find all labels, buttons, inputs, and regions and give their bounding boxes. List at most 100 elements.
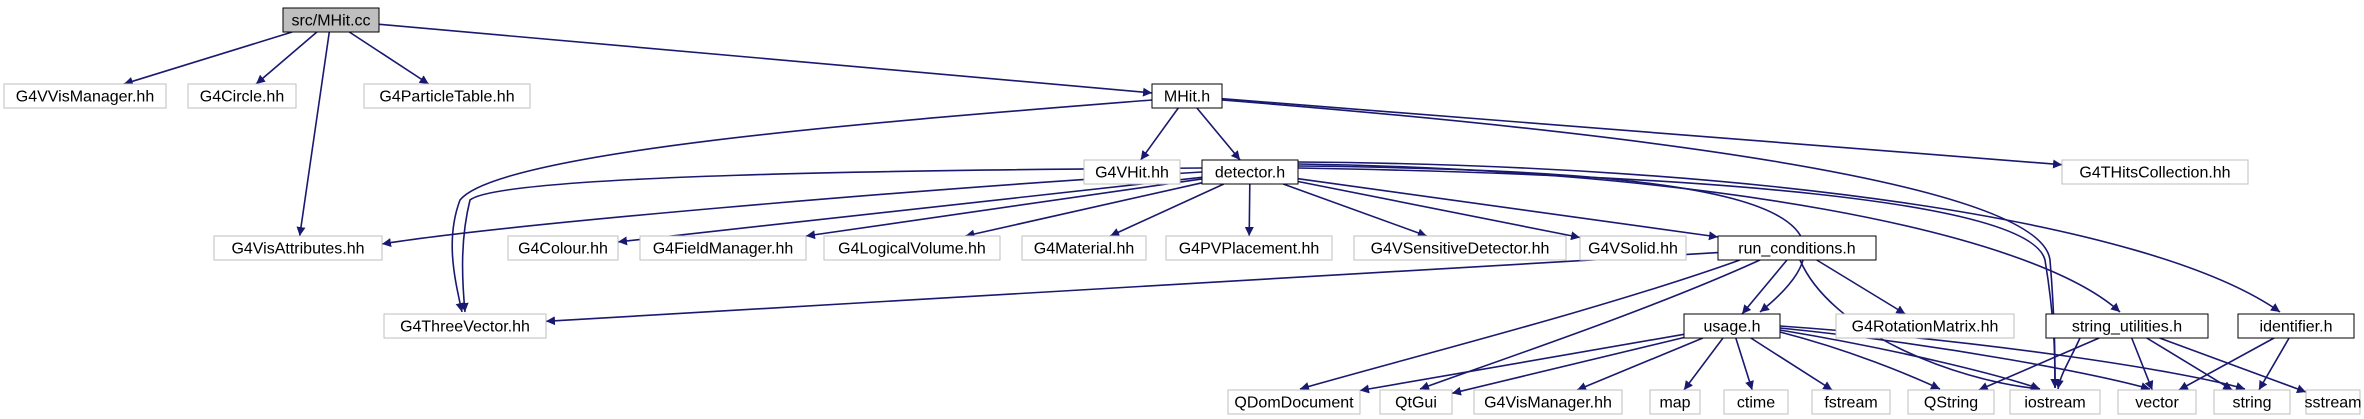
- edge-run_conditions_h-to-iostream: [1799, 259, 2041, 393]
- node-fstream: fstream: [1811, 389, 1891, 415]
- node-label: G4VVisManager.hh: [16, 89, 154, 106]
- edge-detector_h-to-run_conditions_h: [1297, 177, 1719, 241]
- edge-mhit_h-to-detector_h: [1196, 107, 1241, 161]
- edge-run_conditions_h-to-g4threevector_hh: [545, 251, 1719, 326]
- node-usage-h[interactable]: usage.h: [1683, 313, 1781, 339]
- node-label: G4VisManager.hh: [1484, 395, 1612, 412]
- edge-usage_h-to-qstring: [1779, 331, 1941, 390]
- edge-usage_h-to-map: [1683, 337, 1724, 391]
- node-box: [1579, 235, 1687, 261]
- edge-run_conditions_h-to-usage_h: [1741, 259, 1788, 315]
- edge-mhit_cc-to-g4particletable_hh: [348, 31, 430, 85]
- node-label: G4VHit.hh: [1095, 165, 1169, 182]
- edge-string_utilities_h-to-iostream: [2054, 337, 2081, 390]
- edge-identifier_h-to-string: [2258, 337, 2290, 391]
- node-string-utilities-h[interactable]: string_utilities.h: [2045, 313, 2209, 339]
- node-vector: vector: [2117, 389, 2197, 415]
- node-box: [1907, 389, 1995, 415]
- edge-mhit_h-to-g4threevector_hh: [451, 99, 1153, 313]
- node-label: iostream: [2024, 395, 2085, 412]
- edge-mhit_cc-to-g4vismanager_hh: [123, 31, 293, 86]
- edge-usage_h-to-iostream: [1779, 329, 2041, 391]
- node-box: [2009, 389, 2101, 415]
- node-g4pvplacement-hh: G4PVPlacement.hh: [1165, 235, 1333, 261]
- node-box: [2213, 389, 2291, 415]
- node-box: [1473, 389, 1623, 415]
- edge-mhit_cc-to-g4visattributes_hh: [296, 31, 331, 237]
- edge-usage_h-to-qdomdocument: [1359, 333, 1685, 394]
- node-map: map: [1649, 389, 1701, 415]
- edge-usage_h-to-g4vismanager2_hh: [1576, 337, 1704, 391]
- node-label: G4RotationMatrix.hh: [1852, 319, 1999, 336]
- node-label: G4Colour.hh: [518, 241, 608, 258]
- node-g4thitscollection-hh: G4THitsCollection.hh: [2061, 159, 2249, 185]
- edge-detector_h-to-g4material_hh: [1109, 183, 1225, 237]
- node-g4vsensitivedetector-hh: G4VSensitiveDetector.hh: [1353, 235, 1567, 261]
- node-label: G4THitsCollection.hh: [2079, 165, 2230, 182]
- node-box: [213, 235, 383, 261]
- node-mhit-h[interactable]: MHit.h: [1151, 83, 1223, 109]
- edge-detector_h-to-g4colour_hh: [617, 176, 1203, 246]
- edge-mhit_cc-to-mhit_h: [378, 23, 1153, 97]
- node-identifier-h[interactable]: identifier.h: [2237, 313, 2355, 339]
- node-box: [1723, 389, 1789, 415]
- node-box: [1083, 159, 1181, 185]
- edge-run_conditions_h-to-qtgui: [1419, 259, 1761, 391]
- edge-detector_h-to-g4vsolid_hh: [1297, 180, 1581, 241]
- edges-layer: [123, 23, 2307, 396]
- node-sstream: sstream: [2305, 389, 2361, 415]
- node-box: [3, 83, 167, 109]
- node-label: ctime: [1737, 395, 1775, 412]
- node-box: [1379, 389, 1453, 415]
- node-label: fstream: [1824, 395, 1877, 412]
- node-qstring: QString: [1907, 389, 1995, 415]
- node-box: [1835, 313, 2015, 339]
- node-label: QtGui: [1395, 395, 1437, 412]
- node-box: [639, 235, 807, 261]
- node-qtgui: QtGui: [1379, 389, 1453, 415]
- node-label: map: [1659, 395, 1690, 412]
- edge-detector_h-to-iostream: [1297, 167, 2060, 389]
- node-label: run_conditions.h: [1738, 241, 1855, 258]
- edge-detector_h-to-identifier_h: [1297, 161, 2281, 313]
- node-box: [363, 83, 531, 109]
- node-g4vsolid-hh: G4VSolid.hh: [1579, 235, 1687, 261]
- node-mhit-cc[interactable]: src/MHit.cc: [282, 7, 380, 33]
- node-g4vhit-hh: G4VHit.hh: [1083, 159, 1181, 185]
- node-g4fieldmanager-hh: G4FieldManager.hh: [639, 235, 807, 261]
- edge-string_utilities_h-to-sstream: [2159, 337, 2307, 394]
- node-box: [282, 7, 380, 33]
- node-label: MHit.h: [1164, 89, 1210, 106]
- node-detector-h[interactable]: detector.h: [1201, 159, 1299, 185]
- edge-string_utilities_h-to-vector: [2130, 337, 2154, 391]
- node-run-conditions-h[interactable]: run_conditions.h: [1717, 235, 1877, 261]
- edge-detector_h-to-g4fieldmanager_hh: [805, 178, 1203, 240]
- node-label: usage.h: [1704, 319, 1761, 336]
- node-box: [1021, 235, 1147, 261]
- node-label: G4VSensitiveDetector.hh: [1371, 241, 1550, 258]
- node-label: G4ParticleTable.hh: [379, 89, 514, 106]
- node-box: [2045, 313, 2209, 339]
- node-box: [2305, 389, 2361, 415]
- node-ctime: ctime: [1723, 389, 1789, 415]
- node-box: [1165, 235, 1333, 261]
- edge-usage_h-to-qtgui: [1451, 336, 1685, 396]
- node-box: [383, 313, 547, 339]
- edge-mhit_h-to-g4vhit_hh: [1140, 107, 1179, 161]
- node-g4vismanager2-hh: G4VisManager.hh: [1473, 389, 1623, 415]
- node-label: G4LogicalVolume.hh: [838, 241, 986, 258]
- node-g4visattributes-hh: G4VisAttributes.hh: [213, 235, 383, 261]
- node-box: [1353, 235, 1567, 261]
- node-qdomdocument: QDomDocument: [1227, 389, 1361, 415]
- node-box: [1201, 159, 1299, 185]
- node-label: G4VSolid.hh: [1588, 241, 1678, 258]
- node-label: string_utilities.h: [2072, 319, 2182, 336]
- node-box: [1717, 235, 1877, 261]
- node-box: [1151, 83, 1223, 109]
- node-label: vector: [2135, 395, 2179, 412]
- edge-detector_h-to-g4threevector_hh: [459, 167, 1203, 313]
- node-g4circle-hh: G4Circle.hh: [187, 83, 297, 109]
- node-g4particletable-hh: G4ParticleTable.hh: [363, 83, 531, 109]
- node-label: string: [2232, 395, 2271, 412]
